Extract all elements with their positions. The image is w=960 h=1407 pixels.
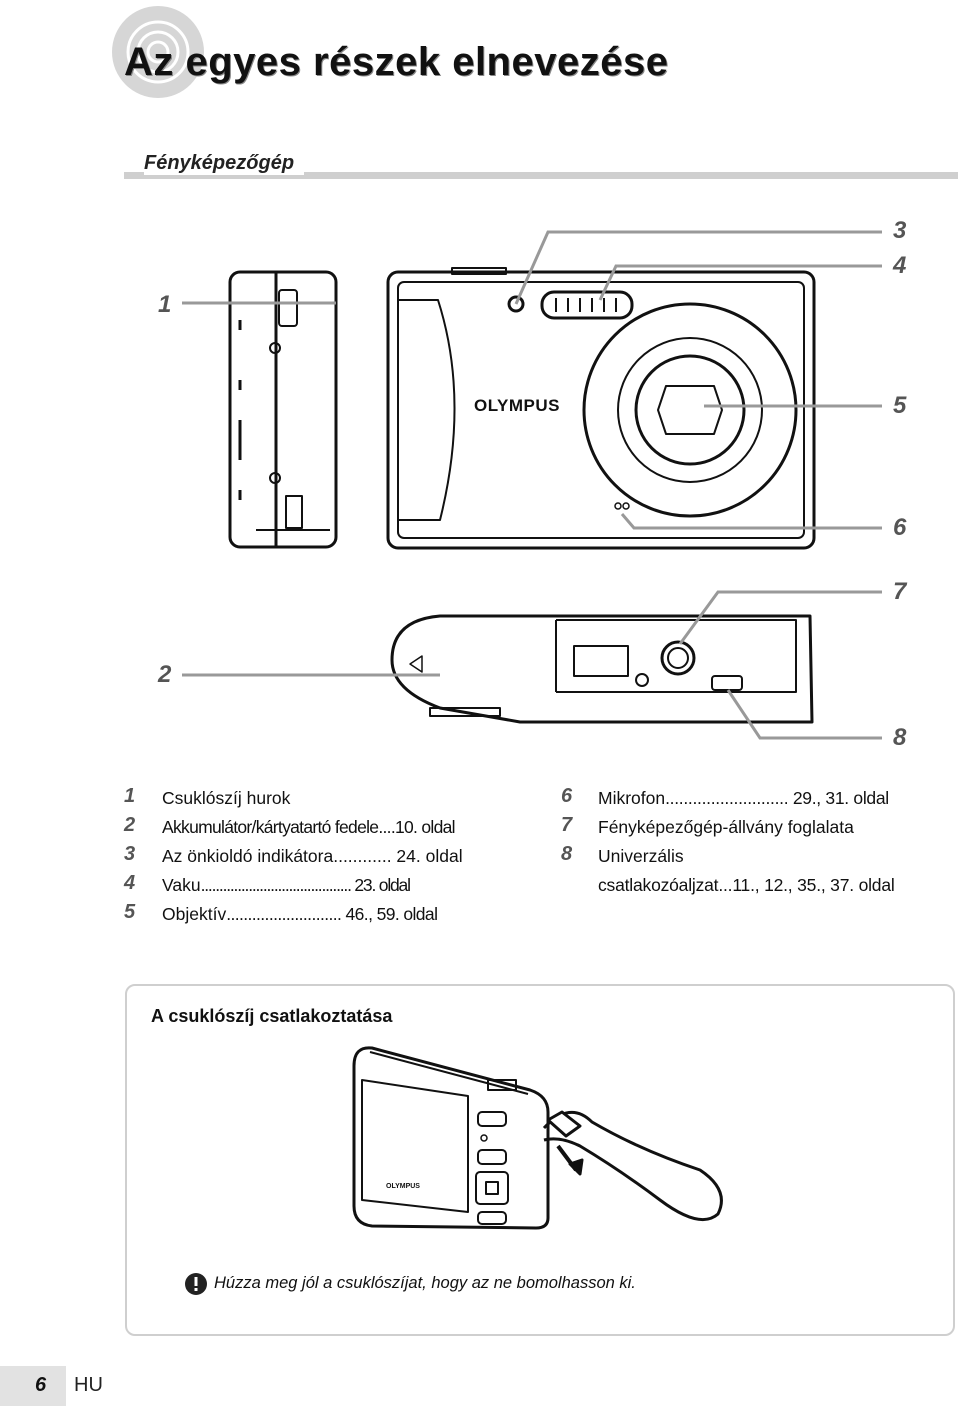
part-label: Az önkioldó indikátora [162, 846, 334, 866]
camera-front-view [386, 270, 816, 550]
part-label: Vaku [162, 875, 201, 895]
list-item-number: 3 [124, 843, 136, 865]
page-title: Az egyes részek elnevezése [124, 40, 669, 84]
camera-diagram [182, 230, 882, 740]
part-label: csatlakozóaljzat...11., 12., 35., 37. ol… [598, 875, 895, 895]
page-number: 6 [35, 1374, 47, 1396]
page-ref: ........................................… [200, 875, 411, 895]
callout-3: 3 [893, 217, 907, 244]
page-ref: ....10. oldal [378, 817, 455, 837]
list-item: csatlakozóaljzat...11., 12., 35., 37. ol… [598, 875, 895, 896]
self-timer-lamp [507, 295, 525, 313]
section-title: Fényképezőgép [144, 152, 305, 175]
list-item: Mikrofon........................... 29.,… [598, 788, 889, 809]
part-label: Csuklószíj hurok [162, 788, 291, 808]
tripod-socket [660, 640, 696, 676]
list-item: Objektív........................... 46.,… [162, 904, 438, 925]
page-ref: ........................... 29., 31. old… [665, 788, 889, 808]
section-divider [124, 172, 958, 179]
page-number-bar [0, 1366, 66, 1406]
camera-bottom-view [390, 614, 814, 724]
list-item-number: 8 [561, 843, 573, 865]
strap-instructions-box [125, 984, 955, 1336]
callout-6: 6 [893, 514, 907, 541]
multi-connector [711, 675, 743, 691]
flash [540, 290, 634, 320]
list-item: Az önkioldó indikátora............ 24. o… [162, 846, 463, 867]
language-code: HU [74, 1374, 103, 1396]
camera-brand-small: OLYMPUS [386, 1183, 420, 1190]
list-item: Akkumulátor/kártyatartó fedele....10. ol… [162, 817, 456, 838]
camera-section-icon [112, 6, 204, 98]
callout-5: 5 [893, 392, 907, 419]
lens [582, 302, 798, 518]
part-label: Objektív [162, 904, 227, 924]
page-ref: ............ 24. oldal [333, 846, 463, 866]
list-item-number: 2 [124, 814, 136, 836]
strap-illustration: OLYMPUS [352, 1046, 723, 1230]
box-title: A csuklószíj csatlakoztatása [151, 1006, 393, 1026]
callout-2: 2 [158, 661, 172, 688]
brand-logo: OLYMPUS [474, 396, 561, 415]
page-ref: ........................... 46., 59. old… [226, 904, 438, 924]
list-item-number: 4 [124, 872, 136, 894]
callout-4: 4 [893, 252, 907, 279]
list-item: Csuklószíj hurok [162, 788, 290, 809]
part-label: Mikrofon [598, 788, 666, 808]
part-label: Univerzális [598, 846, 684, 866]
list-item: Univerzális [598, 846, 684, 867]
list-item: Vaku....................................… [162, 875, 411, 896]
list-item-number: 5 [124, 901, 136, 923]
strap-note: Húzza meg jól a csuklószíjat, hogy az ne… [214, 1274, 636, 1292]
list-item-number: 1 [124, 785, 136, 807]
part-label: Akkumulátor/kártyatartó fedele [162, 817, 379, 837]
callout-7: 7 [893, 578, 907, 605]
part-label: Fényképezőgép-állvány foglalata [598, 817, 854, 837]
list-item: Fényképezőgép-állvány foglalata [598, 817, 854, 838]
callout-1: 1 [158, 291, 172, 318]
warning-icon [185, 1273, 207, 1295]
list-item-number: 7 [561, 814, 573, 836]
camera-side-view [228, 270, 338, 549]
list-item-number: 6 [561, 785, 573, 807]
callout-8: 8 [893, 724, 907, 751]
